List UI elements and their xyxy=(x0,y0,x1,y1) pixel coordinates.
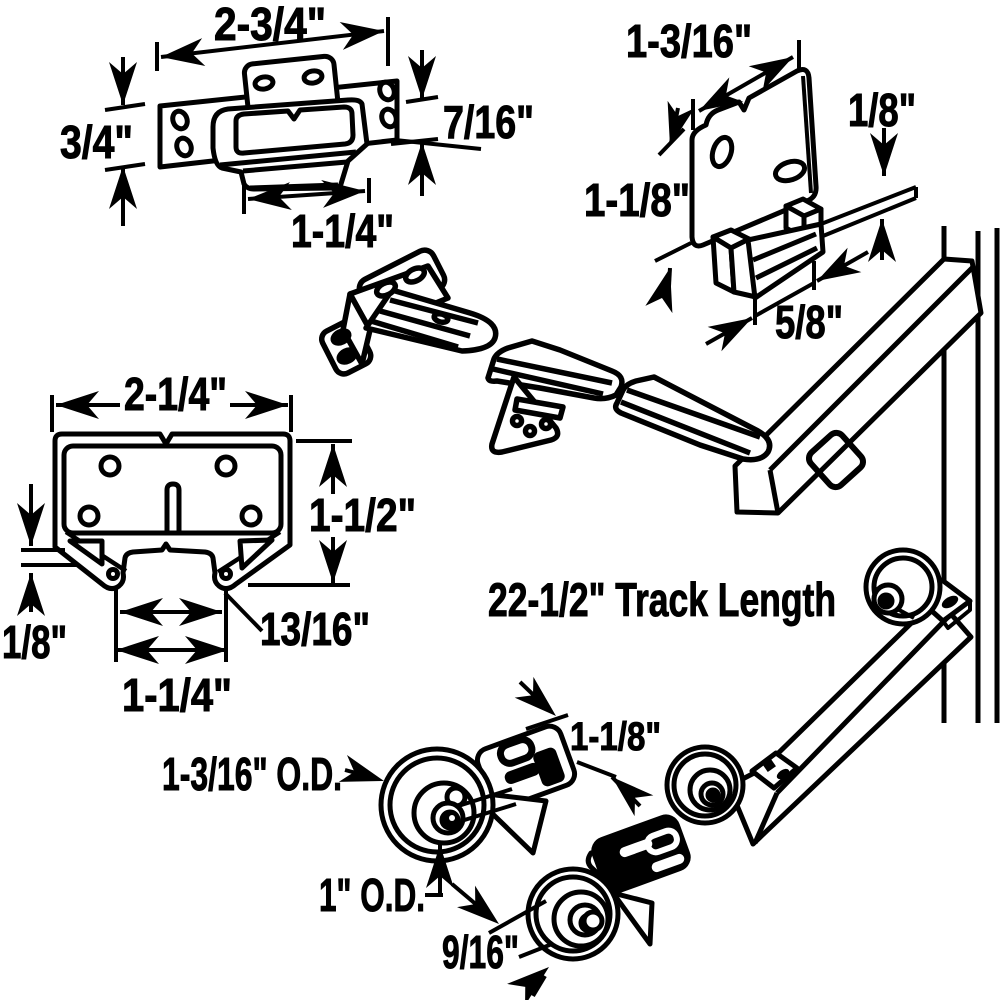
svg-text:2-1/4": 2-1/4" xyxy=(124,368,227,420)
svg-text:1-1/4": 1-1/4" xyxy=(291,205,394,257)
svg-text:13/16": 13/16" xyxy=(260,603,370,655)
svg-text:1-1/4": 1-1/4" xyxy=(122,669,232,721)
svg-text:9/16": 9/16" xyxy=(442,926,519,978)
svg-text:1/8": 1/8" xyxy=(848,84,916,136)
svg-text:1-1/8": 1-1/8" xyxy=(570,715,661,759)
svg-text:1" O.D.: 1" O.D. xyxy=(319,869,425,921)
svg-text:1-1/2": 1-1/2" xyxy=(309,489,416,541)
svg-text:22-1/2" Track Length: 22-1/2" Track Length xyxy=(488,573,836,626)
svg-text:1-1/8": 1-1/8" xyxy=(584,174,690,226)
svg-text:7/16": 7/16" xyxy=(443,96,534,148)
svg-text:1-3/16": 1-3/16" xyxy=(626,15,752,67)
svg-text:1-3/16" O.D.: 1-3/16" O.D. xyxy=(162,748,342,800)
svg-text:5/8": 5/8" xyxy=(775,296,843,348)
svg-text:1/8": 1/8" xyxy=(2,616,67,668)
svg-text:2-3/4": 2-3/4" xyxy=(214,0,326,50)
svg-text:3/4": 3/4" xyxy=(60,116,133,168)
